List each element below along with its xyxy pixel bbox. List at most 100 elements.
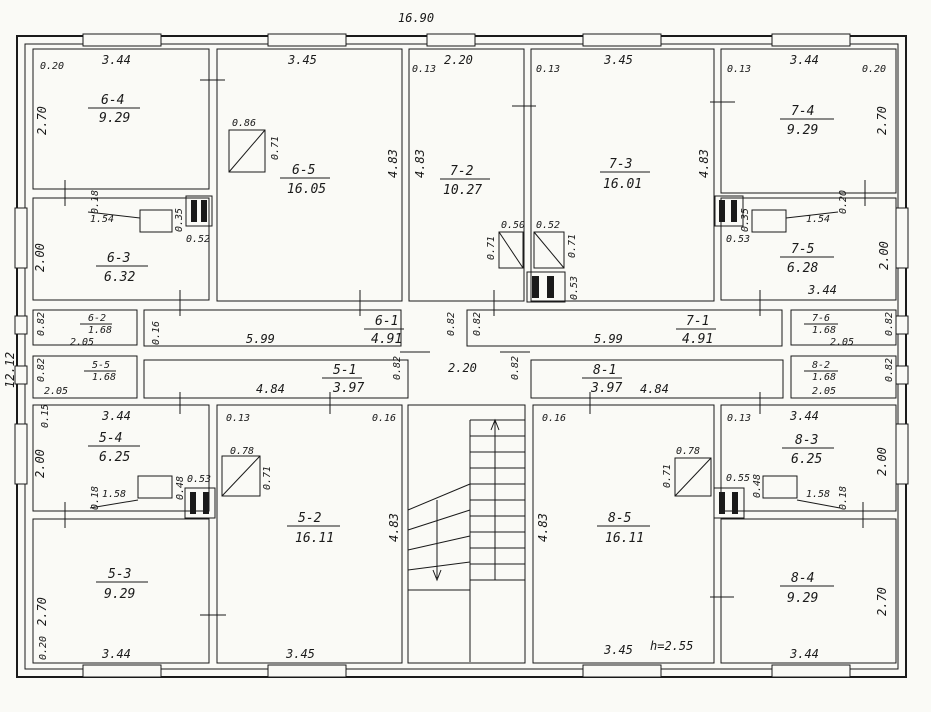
dimension-label: 0.78 (676, 446, 700, 457)
room-id: 8-1 (593, 363, 616, 378)
room-id: 6-2 (88, 313, 106, 324)
dimension-label: 3.44 (101, 647, 131, 661)
room-id: 5-2 (298, 511, 322, 526)
dimension-label: 0.53 (569, 276, 580, 300)
room-area: 6.32 (104, 270, 135, 285)
dimension-label: 4.83 (536, 513, 550, 542)
dimension-label: 0.48 (175, 476, 186, 500)
dimension-label: 0.18 (90, 190, 101, 214)
dimension-label: 0.18 (838, 486, 849, 510)
dimension-label: 0.82 (392, 356, 403, 380)
room-area: 4.91 (371, 332, 402, 347)
dimension-label: 3.44 (789, 53, 819, 67)
dimension-label: 1.58 (102, 489, 126, 500)
dimension-label: 0.82 (884, 358, 895, 382)
dimension-label: 3.44 (807, 283, 837, 297)
dimension-label: 0.13 (727, 413, 751, 424)
dimension-label: 0.35 (740, 208, 751, 232)
outer-wall-inner (24, 43, 899, 670)
dimension-label: 2.05 (830, 337, 854, 348)
dimension-label: 5.99 (594, 332, 623, 346)
dimension-label: 0.71 (662, 464, 673, 488)
dimension-label: 2.00 (33, 449, 47, 478)
dimension-label: 1.58 (806, 489, 830, 500)
fixtures (87, 129, 841, 509)
dimension-label: 3.45 (285, 647, 315, 661)
dimension-label: 0.13 (412, 64, 436, 75)
dimension-label: 0.13 (727, 64, 751, 75)
dimension-label: 3.44 (101, 53, 131, 67)
overall-dimensions: 16.90 12.12 h=2.55 (3, 11, 693, 653)
dimension-label: 0.48 (752, 474, 763, 498)
dimension-label: 0.13 (536, 64, 560, 75)
dimension-label: 4.83 (386, 149, 400, 178)
dimension-label: 0.53 (726, 234, 750, 245)
dimension-label: 0.16 (372, 413, 396, 424)
dimension-label: 2.20 (444, 53, 473, 67)
dimension-label: 0.82 (36, 312, 47, 336)
dimension-label: 3.44 (101, 409, 131, 423)
dimension-label: 0.71 (262, 466, 273, 490)
room-id: 7-3 (609, 157, 632, 172)
dimension-label: 3.45 (603, 53, 633, 67)
room-id: 8-5 (608, 511, 632, 526)
dimension-label: 5.99 (246, 332, 275, 346)
staircase (407, 418, 525, 662)
room-area: 9.29 (787, 123, 818, 138)
dimension-label: 2.70 (35, 106, 49, 135)
dimension-label: 0.82 (36, 358, 47, 382)
overall-width: 16.90 (398, 11, 434, 25)
dimension-label: 2.05 (70, 337, 94, 348)
dimension-label: 0.55 (726, 473, 750, 484)
outer-wall (16, 35, 907, 678)
dimension-label: 1.54 (806, 214, 830, 225)
dimension-label: 0.52 (536, 220, 560, 231)
ceiling-height: h=2.55 (650, 639, 693, 653)
room-id: 5-4 (99, 431, 122, 446)
dimension-label: 4.83 (697, 149, 711, 178)
room-area: 16.11 (605, 531, 644, 546)
dimension-labels: 3.44 3.45 2.20 3.45 3.44 0.20 0.13 0.13 … (33, 53, 895, 661)
dimension-label: 0.50 (501, 220, 525, 231)
room-area: 10.27 (443, 183, 482, 198)
dimension-label: 0.53 (187, 474, 211, 485)
room-id: 8-4 (791, 571, 814, 586)
dimension-label: 0.13 (226, 413, 250, 424)
dimension-label: 2.05 (812, 386, 836, 397)
dimension-label: 4.84 (640, 382, 669, 396)
dimension-label: 1.54 (90, 214, 114, 225)
dimension-label: 2.70 (875, 587, 889, 616)
room-id: 7-5 (791, 242, 815, 257)
dimension-label: 0.20 (38, 636, 49, 660)
dimension-label: 3.44 (789, 647, 819, 661)
dimension-label: 0.82 (446, 312, 457, 336)
room-area: 16.01 (603, 177, 642, 192)
room-id: 6-5 (292, 163, 316, 178)
dimension-label: 2.00 (875, 447, 889, 476)
room-area: 1.68 (88, 325, 112, 336)
room-area: 6.25 (791, 452, 822, 467)
overall-height: 12.12 (3, 352, 17, 388)
dimension-label: 0.82 (472, 312, 483, 336)
dimension-label: 2.70 (875, 106, 889, 135)
dimension-label: 3.45 (603, 643, 633, 657)
dimension-label: 0.82 (884, 312, 895, 336)
room-id: 6-3 (107, 251, 130, 266)
dimension-label: 2.20 (448, 361, 477, 375)
room-id: 5-3 (108, 567, 131, 582)
room-area: 6.28 (787, 261, 818, 276)
dimension-label: 0.71 (270, 136, 281, 160)
dimension-label: 2.00 (33, 243, 47, 272)
room-id: 7-4 (791, 104, 814, 119)
dimension-label: 2.00 (877, 241, 891, 270)
dimension-label: 2.70 (35, 597, 49, 626)
room-area: 3.97 (332, 381, 364, 396)
vent-shafts (184, 195, 745, 519)
dimension-label: 0.16 (151, 321, 162, 345)
dimension-label: 0.20 (40, 61, 64, 72)
room-id: 7-1 (686, 314, 709, 329)
room-area: 9.29 (787, 591, 818, 606)
room-walls (32, 48, 897, 664)
room-area: 16.11 (295, 531, 334, 546)
